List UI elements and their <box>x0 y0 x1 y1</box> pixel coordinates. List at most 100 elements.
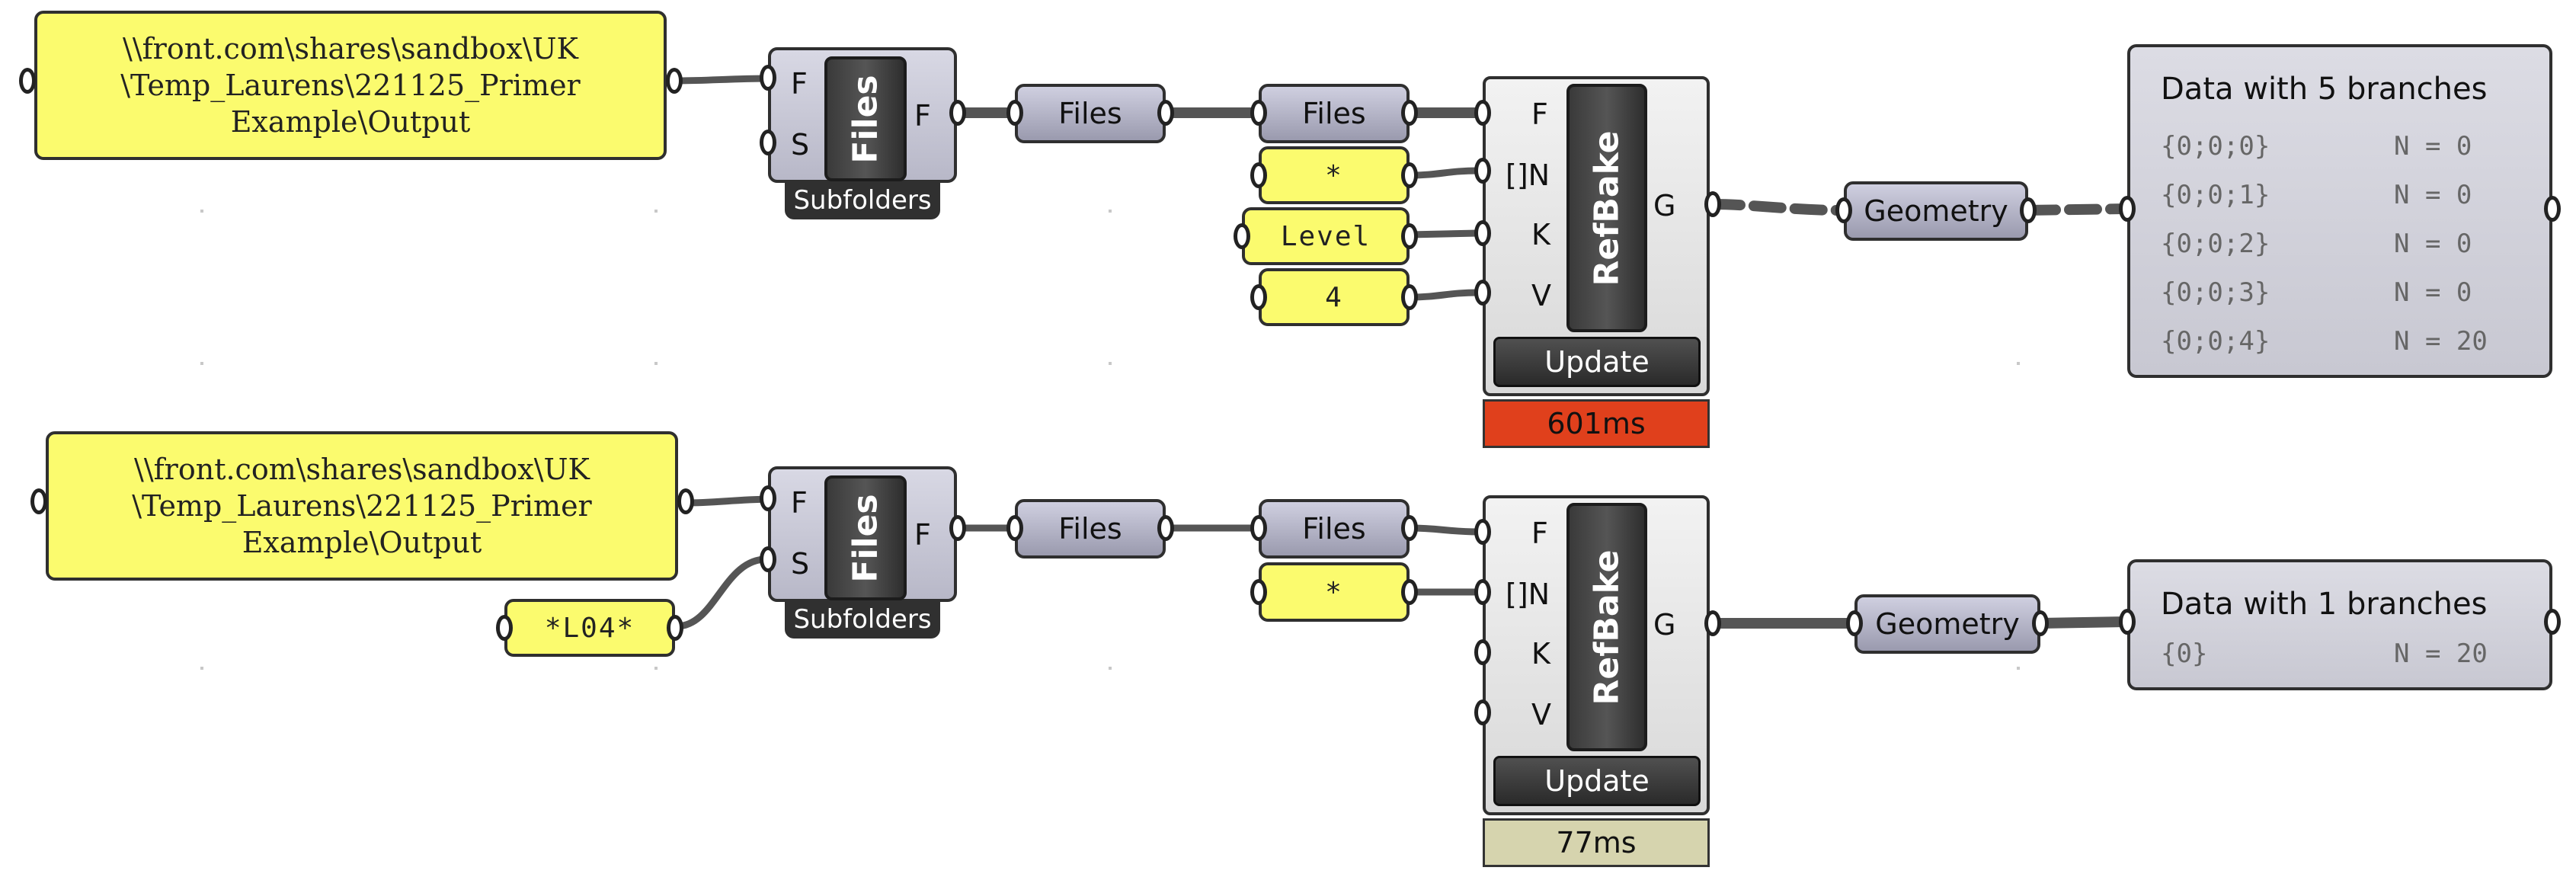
viewer-row: {0;0;1} <box>2161 180 2270 210</box>
panel-output-grip[interactable] <box>1401 162 1418 188</box>
param-input-grip[interactable] <box>1846 610 1863 636</box>
panel-input-grip[interactable] <box>1234 223 1250 249</box>
viewer-output-grip[interactable] <box>2544 609 2561 635</box>
geometry-param[interactable]: Geometry <box>1854 594 2040 654</box>
branch-path: {0;0;2} <box>2161 229 2270 259</box>
viewer-row: {0;0;3} <box>2161 277 2270 308</box>
canvas-grid-dot <box>200 210 203 213</box>
wire-star-to-refbake-n <box>1406 167 1482 179</box>
canvas-grid-dot <box>2017 362 2020 365</box>
file-path-panel[interactable]: \\front.com\shares\sandbox\UK \Temp_Laur… <box>34 11 667 160</box>
panel-output-grip[interactable] <box>667 615 683 641</box>
output-label-f: F <box>914 518 931 552</box>
panel-input-grip[interactable] <box>496 615 513 641</box>
panel-output-grip[interactable] <box>1401 284 1418 310</box>
canvas-grid-dot <box>1109 667 1112 670</box>
files-output-grip[interactable] <box>949 100 966 126</box>
viewer-row: {0} <box>2161 639 2207 669</box>
data-viewer[interactable]: Data with 1 branches {0} N = 20 <box>2127 559 2552 690</box>
viewer-output-grip[interactable] <box>2544 196 2561 222</box>
param-output-grip[interactable] <box>2032 610 2049 636</box>
viewer-title: Data with 5 branches <box>2161 72 2488 107</box>
branch-count: N = 0 <box>2394 277 2472 308</box>
viewer-input-grip[interactable] <box>2119 196 2136 222</box>
param-output-grip[interactable] <box>1157 515 1174 541</box>
refbake-input-grip-n[interactable] <box>1474 158 1491 184</box>
branch-path: {0} <box>2161 639 2208 669</box>
refbake-input-grip-k[interactable] <box>1474 639 1491 665</box>
refbake-input-grip-f[interactable] <box>1474 519 1491 545</box>
input-label-s: S <box>791 547 810 581</box>
param-output-grip[interactable] <box>1401 100 1418 126</box>
component-core[interactable]: RefBake <box>1566 84 1647 332</box>
refbake-input-grip-v[interactable] <box>1474 280 1491 306</box>
output-label-f: F <box>914 99 931 133</box>
refbake-input-grip-f[interactable] <box>1474 100 1491 126</box>
files-component[interactable]: F S Files F <box>768 466 957 602</box>
viewer-input-grip[interactable] <box>2119 609 2136 635</box>
viewer-row: {0;0;4} <box>2161 326 2270 357</box>
name-filter-panel[interactable]: * <box>1259 562 1410 622</box>
param-input-grip[interactable] <box>1835 197 1852 223</box>
files-param[interactable]: Files <box>1259 499 1410 559</box>
wire2-filter-to-files-s <box>673 555 773 630</box>
wire-geometry-to-viewer <box>2023 203 2131 216</box>
files-input-grip-f[interactable] <box>760 485 776 511</box>
param-input-grip[interactable] <box>1006 515 1023 541</box>
wire-level-to-refbake-k <box>1406 229 1482 238</box>
wire-path-to-files-f <box>670 75 773 85</box>
component-core[interactable]: RefBake <box>1566 503 1647 751</box>
component-core[interactable]: Files <box>824 56 907 181</box>
files-param[interactable]: Files <box>1015 84 1166 143</box>
name-filter-panel[interactable]: * <box>1259 146 1410 204</box>
branch-path: {0;0;0} <box>2161 131 2270 162</box>
geometry-param[interactable]: Geometry <box>1844 181 2028 241</box>
param-input-grip[interactable] <box>1250 515 1267 541</box>
files-input-grip-s[interactable] <box>760 546 776 572</box>
panel-output-grip[interactable] <box>1401 223 1418 249</box>
data-viewer[interactable]: Data with 5 branches {0;0;0} N = 0 {0;0;… <box>2127 44 2552 378</box>
param-output-grip[interactable] <box>1401 515 1418 541</box>
panel-output-grip[interactable] <box>1401 579 1418 605</box>
canvas-grid-dot <box>200 362 203 365</box>
panel-input-grip[interactable] <box>1250 162 1267 188</box>
update-button[interactable]: Update <box>1493 756 1701 806</box>
value-panel[interactable]: 4 <box>1259 268 1410 326</box>
refbake-output-grip[interactable] <box>1704 610 1721 636</box>
input-label-v: V <box>1531 698 1551 731</box>
refbake-component[interactable]: F []N K V RefBake G Update <box>1483 76 1710 396</box>
files-param[interactable]: Files <box>1015 499 1166 559</box>
files-param[interactable]: Files <box>1259 84 1410 143</box>
param-input-grip[interactable] <box>1006 100 1023 126</box>
param-output-grip[interactable] <box>2020 197 2037 223</box>
refbake-input-grip-n[interactable] <box>1474 579 1491 605</box>
panel-input-grip[interactable] <box>1250 579 1267 605</box>
input-label-v: V <box>1531 279 1551 312</box>
subfolder-filter-panel[interactable]: *L04* <box>504 599 675 657</box>
files-output-grip[interactable] <box>949 515 966 541</box>
component-core[interactable]: Files <box>824 475 907 600</box>
canvas-grid-dot <box>654 667 658 670</box>
input-label-f: F <box>791 486 808 520</box>
refbake-output-grip[interactable] <box>1704 191 1721 217</box>
files-input-grip-f[interactable] <box>760 65 776 91</box>
output-grip[interactable] <box>666 68 683 94</box>
update-button[interactable]: Update <box>1493 337 1701 387</box>
refbake-input-grip-v[interactable] <box>1474 699 1491 725</box>
panel-input-grip[interactable] <box>1250 284 1267 310</box>
param-output-grip[interactable] <box>1157 100 1174 126</box>
files-input-grip-s[interactable] <box>760 130 776 155</box>
input-label-k: K <box>1531 637 1550 671</box>
files-component[interactable]: F S Files F <box>768 47 957 183</box>
canvas-grid-dot <box>200 667 203 670</box>
input-grip[interactable] <box>19 68 36 94</box>
key-panel[interactable]: Level <box>1242 207 1410 265</box>
file-path-panel[interactable]: \\front.com\shares\sandbox\UK \Temp_Laur… <box>46 431 678 581</box>
input-grip[interactable] <box>30 488 47 514</box>
param-input-grip[interactable] <box>1250 100 1267 126</box>
refbake-component[interactable]: F []N K V RefBake G Update <box>1483 495 1710 815</box>
output-grip[interactable] <box>677 488 694 514</box>
refbake-input-grip-k[interactable] <box>1474 220 1491 246</box>
input-label-f: F <box>1531 517 1548 550</box>
viewer-row: {0;0;0} <box>2161 131 2270 162</box>
